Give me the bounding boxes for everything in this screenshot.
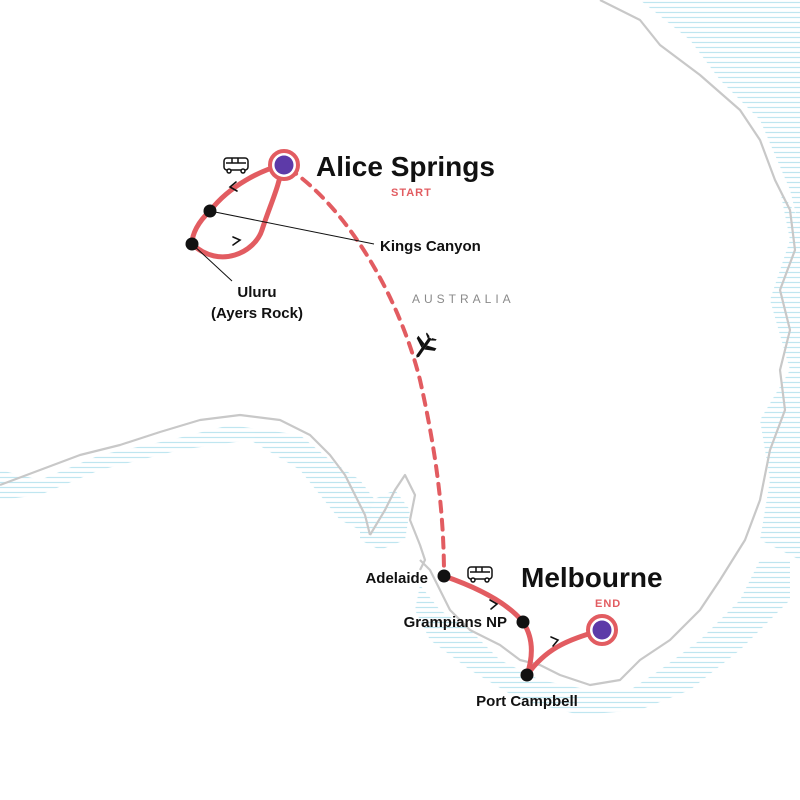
plane-icon — [416, 332, 437, 358]
end-marker — [586, 614, 618, 646]
stop-dot-grampians — [516, 615, 530, 629]
stop-dot-kings-canyon — [203, 204, 217, 218]
uluru-sublabel: (Ayers Rock) — [211, 305, 303, 322]
bus-icon — [223, 157, 249, 174]
route-adelaide-to-grampians — [441, 573, 526, 625]
start-tag: START — [391, 187, 432, 199]
uluru-label: Uluru — [237, 284, 276, 301]
adelaide-label: Adelaide — [365, 570, 428, 587]
start-marker — [268, 149, 300, 181]
arrow-icon — [232, 236, 242, 246]
leader-lines — [191, 210, 375, 282]
stop-dot-port-campbell — [520, 668, 534, 682]
bus-icon — [467, 566, 493, 583]
end-city-label: Melbourne — [521, 562, 663, 593]
coastline — [0, 0, 797, 687]
start-city-label: Alice Springs — [316, 151, 495, 182]
stop-markers — [185, 204, 534, 682]
grampians-label: Grampians NP — [404, 614, 507, 631]
region-label: AUSTRALIA — [412, 292, 515, 306]
kings-canyon-label: Kings Canyon — [380, 238, 481, 255]
stop-dot-uluru — [185, 237, 199, 251]
water-hatching — [0, 0, 800, 715]
port-campbell-label: Port Campbell — [476, 693, 578, 710]
arrow-icon — [228, 181, 238, 192]
stop-dot-adelaide — [437, 569, 451, 583]
arrow-icon — [550, 636, 560, 647]
route-flight-alice-to-adelaide — [286, 166, 446, 578]
direction-arrows — [228, 181, 560, 647]
route-uluru-to-alice — [189, 162, 285, 260]
end-tag: END — [595, 598, 621, 610]
arrow-icon — [489, 599, 499, 610]
